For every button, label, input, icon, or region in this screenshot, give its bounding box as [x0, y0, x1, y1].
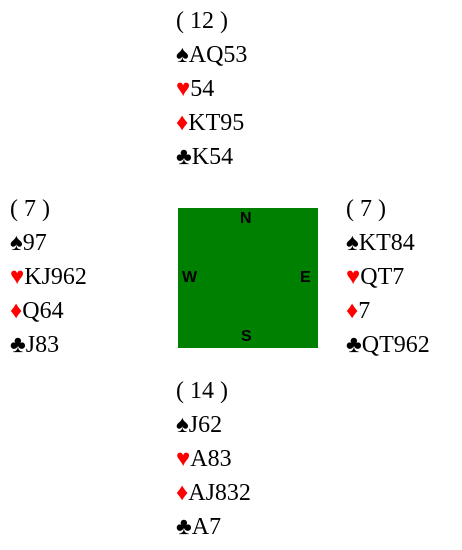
west-diamonds-cards: Q64 — [22, 298, 64, 324]
south-hearts: ♥A83 — [176, 442, 251, 476]
east-spades: ♠KT84 — [346, 226, 430, 260]
south-clubs-cards: A7 — [191, 514, 222, 540]
west-clubs-cards: J83 — [25, 332, 60, 358]
east-hearts: ♥QT7 — [346, 260, 430, 294]
west-clubs: ♣J83 — [10, 328, 87, 362]
spade-icon: ♠ — [176, 42, 189, 68]
north-clubs-cards: K54 — [191, 144, 234, 170]
club-icon: ♣ — [346, 332, 362, 358]
compass-west-label: W — [182, 269, 198, 286]
club-icon: ♣ — [10, 332, 26, 358]
south-hand: ( 14 ) ♠J62 ♥A83 ♦AJ832 ♣A7 — [176, 374, 251, 544]
south-spades: ♠J62 — [176, 408, 251, 442]
west-diamonds: ♦Q64 — [10, 294, 87, 328]
east-diamonds-cards: 7 — [358, 298, 371, 324]
north-hearts-cards: 54 — [190, 76, 215, 102]
east-spades-cards: KT84 — [358, 230, 415, 256]
north-clubs: ♣K54 — [176, 140, 247, 174]
west-hearts: ♥KJ962 — [10, 260, 87, 294]
club-icon: ♣ — [176, 144, 192, 170]
south-clubs: ♣A7 — [176, 510, 251, 544]
west-spades: ♠97 — [10, 226, 87, 260]
east-hearts-cards: QT7 — [360, 264, 405, 290]
south-points: ( 14 ) — [176, 378, 228, 404]
compass-south-label: S — [241, 328, 252, 345]
spade-icon: ♠ — [346, 230, 359, 256]
diamond-icon: ♦ — [346, 298, 359, 324]
diamond-icon: ♦ — [176, 110, 189, 136]
spade-icon: ♠ — [10, 230, 23, 256]
south-diamonds-cards: AJ832 — [188, 480, 251, 506]
diamond-icon: ♦ — [176, 480, 189, 506]
north-diamonds-cards: KT95 — [188, 110, 245, 136]
north-points: ( 12 ) — [176, 8, 228, 34]
west-hearts-cards: KJ962 — [24, 264, 87, 290]
diamond-icon: ♦ — [10, 298, 23, 324]
north-spades: ♠AQ53 — [176, 38, 247, 72]
compass-north-label: N — [240, 210, 252, 227]
east-points: ( 7 ) — [346, 196, 386, 222]
compass-east-label: E — [300, 269, 311, 286]
north-diamonds: ♦KT95 — [176, 106, 247, 140]
south-hearts-cards: A83 — [190, 446, 232, 472]
east-clubs-cards: QT962 — [361, 332, 430, 358]
north-hand: ( 12 ) ♠AQ53 ♥54 ♦KT95 ♣K54 — [176, 4, 247, 174]
east-diamonds: ♦7 — [346, 294, 430, 328]
compass-table: N W E S — [178, 208, 318, 348]
south-diamonds: ♦AJ832 — [176, 476, 251, 510]
heart-icon: ♥ — [176, 76, 191, 102]
north-hearts: ♥54 — [176, 72, 247, 106]
west-spades-cards: 97 — [22, 230, 47, 256]
west-hand: ( 7 ) ♠97 ♥KJ962 ♦Q64 ♣J83 — [10, 192, 87, 362]
spade-icon: ♠ — [176, 412, 189, 438]
club-icon: ♣ — [176, 514, 192, 540]
north-spades-cards: AQ53 — [188, 42, 248, 68]
south-spades-cards: J62 — [188, 412, 223, 438]
east-hand: ( 7 ) ♠KT84 ♥QT7 ♦7 ♣QT962 — [346, 192, 430, 362]
east-clubs: ♣QT962 — [346, 328, 430, 362]
west-points: ( 7 ) — [10, 196, 50, 222]
heart-icon: ♥ — [10, 264, 25, 290]
heart-icon: ♥ — [176, 446, 191, 472]
heart-icon: ♥ — [346, 264, 361, 290]
